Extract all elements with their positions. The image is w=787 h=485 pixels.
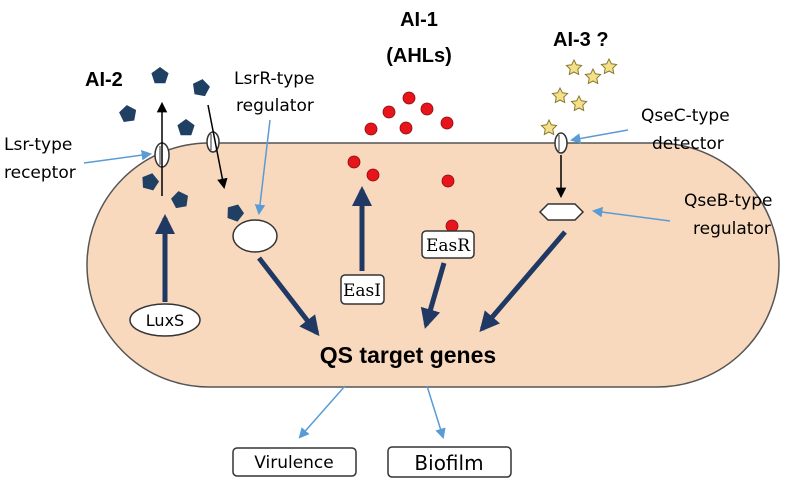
qseb-to-target-arrow [479, 230, 567, 333]
qsec-pointer-arrow [569, 129, 629, 144]
ai2-pentagon [118, 103, 138, 123]
ai1-molecules [347, 91, 459, 233]
qseb-pointer-arrow [591, 206, 671, 222]
qseb-label-line1: QseB-type [684, 191, 772, 211]
ai2-import-arrow [207, 104, 228, 190]
ai3-star [600, 58, 618, 74]
ai3-star [584, 68, 602, 84]
lsrr-pointer-arrow [254, 119, 271, 216]
to-virulence-arrow [298, 385, 346, 439]
lsrr-regulator [232, 219, 278, 253]
qsec-label-line1: QseC-type [641, 106, 730, 126]
title-ai1-line2: (AHLs) [386, 45, 452, 67]
ai2-pentagon [177, 119, 195, 136]
ai3-star [570, 95, 588, 111]
easr-label: EasR [426, 236, 471, 256]
lsrr-label-line1: LsrR-type [234, 69, 315, 89]
biofilm-label: Biofilm [414, 451, 483, 475]
qseb-label-line2: regulator [693, 219, 771, 239]
label-ai3: AI-3 ? [553, 29, 609, 51]
easi-label: EasI [343, 281, 381, 301]
ai3-molecules [540, 58, 618, 135]
ai3-star [565, 59, 583, 75]
ai2-pentagon [151, 67, 169, 84]
qs-target-genes: QS target genes [320, 342, 496, 368]
ai2-pentagon [191, 77, 212, 97]
biofilm-box [387, 446, 512, 478]
qsec-detector [554, 132, 568, 154]
lsrr-to-target-arrow [257, 256, 320, 337]
lsr-label-line2: receptor [4, 163, 76, 183]
ai3-star [540, 119, 558, 135]
lsr-label-line1: Lsr-type [4, 135, 72, 155]
qsec-label-line2: detector [652, 134, 724, 154]
label-ai2: AI-2 [85, 69, 123, 91]
easi-box [340, 274, 385, 305]
virulence-label: Virulence [254, 453, 334, 473]
luxs-enzyme [129, 303, 201, 337]
ai3-star [551, 87, 569, 103]
lsr-pointer-arrow [83, 149, 153, 164]
title-ai1-line1: AI-1 [400, 9, 438, 31]
lsrr-label-line2: regulator [236, 96, 314, 116]
easr-box [421, 230, 475, 259]
virulence-box [232, 447, 357, 477]
easr-arrow [420, 262, 447, 329]
qseb-regulator [538, 203, 585, 221]
luxs-label: LuxS [146, 311, 184, 330]
to-biofilm-arrow [426, 385, 446, 440]
